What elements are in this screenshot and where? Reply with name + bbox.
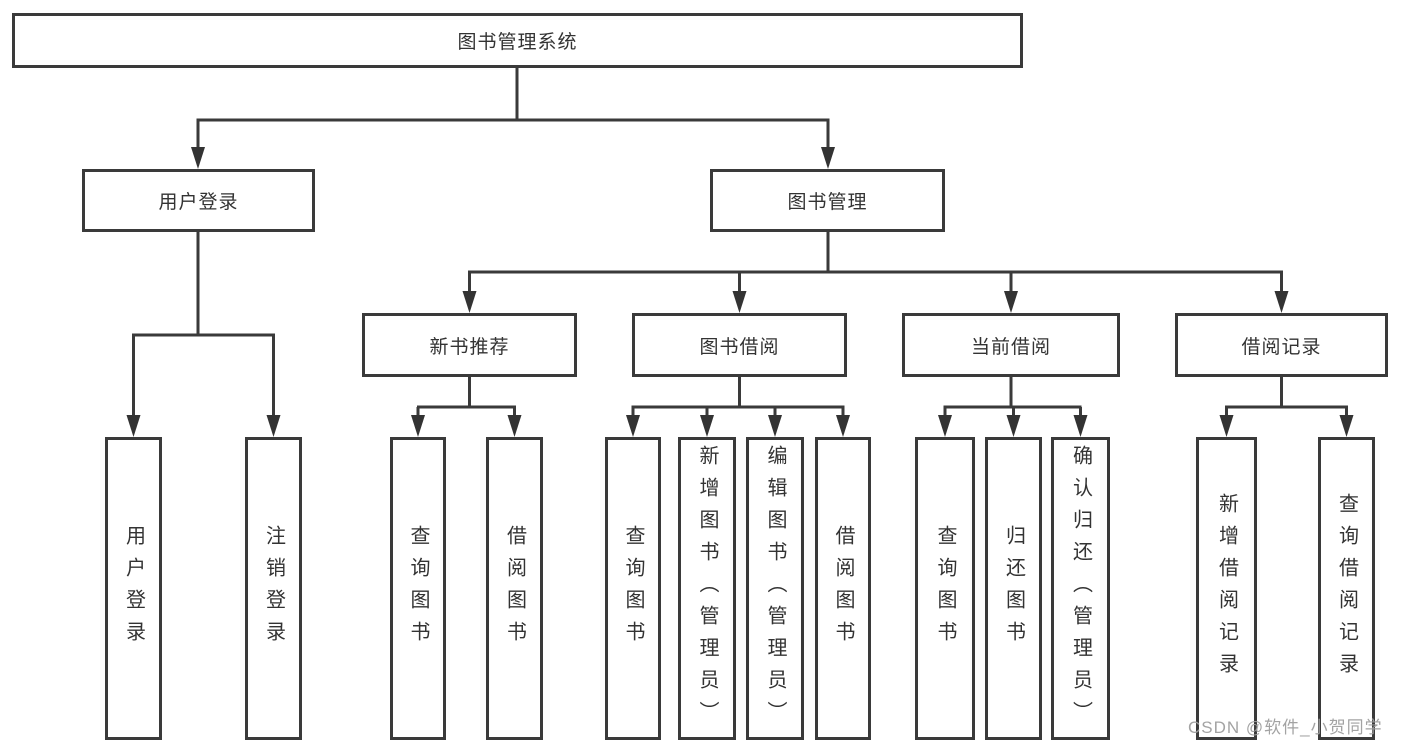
connector-root-to-level2: [191, 68, 835, 169]
leaf-logout-login: 注销登录: [245, 437, 302, 740]
connector-new-book-recommend-children: [411, 377, 522, 437]
arrow-down-icon: [700, 415, 714, 437]
node-label: 用户登录: [122, 524, 145, 653]
leaf-return-books: 归还图书: [985, 437, 1042, 740]
arrow-down-icon: [191, 147, 205, 169]
node-user-login: 用户登录: [82, 169, 315, 232]
leaf-add-borrow-record: 新增借阅记录: [1196, 437, 1257, 740]
leaf-query-books-borrow: 查询图书: [605, 437, 661, 740]
arrow-down-icon: [1339, 415, 1354, 437]
leaf-borrow-books: 借阅图书: [815, 437, 871, 740]
node-label: 注销登录: [262, 524, 285, 653]
node-label: 查询图书: [934, 524, 956, 653]
node-label: 确认归还（管理员）: [1069, 444, 1092, 733]
node-label: 编辑图书（管理员）: [764, 444, 786, 733]
node-label: 新增图书（管理员）: [696, 444, 718, 733]
leaf-confirm-return-admin: 确认归还（管理员）: [1051, 437, 1110, 740]
node-label: 借阅图书: [832, 524, 854, 653]
leaf-user-login: 用户登录: [105, 437, 162, 740]
node-borrow-records: 借阅记录: [1175, 313, 1388, 377]
connector-book-management-children: [462, 232, 1289, 313]
leaf-query-borrow-record: 查询借阅记录: [1318, 437, 1375, 740]
arrow-down-icon: [821, 147, 835, 169]
node-book-management: 图书管理: [710, 169, 945, 232]
arrow-down-icon: [938, 415, 952, 437]
arrow-down-icon: [626, 415, 640, 437]
node-label: 新增借阅记录: [1215, 492, 1238, 685]
node-label: 借阅图书: [503, 524, 526, 653]
node-label: 借阅记录: [1241, 336, 1322, 358]
arrow-down-icon: [1006, 415, 1021, 437]
leaf-borrow-books-recommend: 借阅图书: [486, 437, 543, 740]
connector-current-borrow-children: [938, 377, 1088, 437]
node-current-borrow: 当前借阅: [902, 313, 1120, 377]
node-label: 当前借阅: [970, 336, 1051, 358]
arrow-down-icon: [768, 415, 782, 437]
arrow-down-icon: [1073, 415, 1088, 437]
csdn-watermark: CSDN @软件_小贺同学: [1188, 718, 1383, 737]
connector-borrow-records-children: [1219, 377, 1354, 437]
node-label: 归还图书: [1002, 524, 1025, 653]
arrow-down-icon: [411, 415, 425, 437]
leaf-query-books-current: 查询图书: [915, 437, 975, 740]
arrow-down-icon: [507, 415, 522, 437]
arrow-down-icon: [732, 291, 747, 313]
node-label: 查询借阅记录: [1335, 492, 1358, 685]
node-label: 图书借阅: [699, 336, 780, 358]
node-label: 用户登录: [158, 192, 239, 213]
node-root-system: 图书管理系统: [12, 13, 1023, 68]
node-label: 新书推荐: [429, 336, 510, 358]
leaf-query-books-recommend: 查询图书: [390, 437, 446, 740]
node-label: 图书管理: [787, 192, 868, 213]
node-label: 查询图书: [622, 524, 644, 653]
connector-book-borrow-children: [626, 377, 850, 437]
node-label: 查询图书: [407, 524, 429, 653]
leaf-edit-books-admin: 编辑图书（管理员）: [746, 437, 804, 740]
connector-user-login-children: [126, 232, 281, 437]
arrow-down-icon: [1219, 415, 1234, 437]
node-book-borrow: 图书借阅: [632, 313, 847, 377]
arrow-down-icon: [266, 415, 281, 437]
arrow-down-icon: [1004, 291, 1018, 313]
arrow-down-icon: [836, 415, 850, 437]
arrow-down-icon: [126, 415, 141, 437]
leaf-add-books-admin: 新增图书（管理员）: [678, 437, 736, 740]
node-label: 图书管理系统: [457, 32, 578, 53]
node-new-book-recommend: 新书推荐: [362, 313, 577, 377]
arrow-down-icon: [1274, 291, 1289, 313]
arrow-down-icon: [462, 291, 477, 313]
